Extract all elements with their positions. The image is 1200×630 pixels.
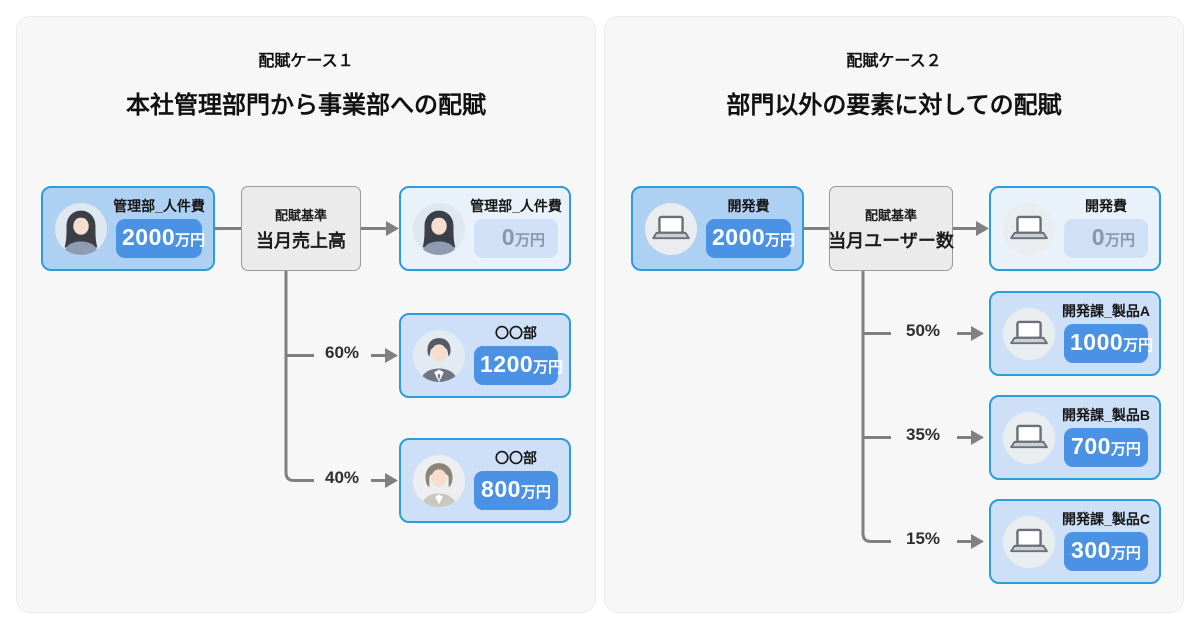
woman-long-hair-avatar [54,202,108,256]
woman-long-hair-avatar [412,202,466,256]
card-label: 管理部_人件費 [113,197,205,214]
laptop-icon [644,202,698,256]
branch-percent: 60% [324,343,360,362]
laptop-icon [1002,202,1056,256]
remainder-card: 開発費 0万円 [989,186,1161,271]
amount-badge: 2000万円 [706,219,795,259]
laptop-icon [1002,307,1056,361]
basis-caption: 配賦基準 [864,207,917,223]
amount-badge-zero: 0万円 [1064,219,1148,259]
card-label: 〇〇部 [495,449,537,466]
case-label: 配賦ケース１ [258,53,354,70]
card-label: 管理部_人件費 [470,197,562,214]
branch-percent: 40% [324,468,360,487]
branch-percent: 15% [905,529,941,548]
amount-badge: 800万円 [474,471,558,511]
card-label: 開発課_製品B [1062,406,1150,423]
source-cost-card: 管理部_人件費 2000万円 [41,186,215,271]
remainder-card: 管理部_人件費 0万円 [399,186,571,271]
branch-card: 開発課_製品A 1000万円 [989,291,1161,376]
source-cost-card: 開発費 2000万円 [631,186,804,271]
card-label: 開発課_製品A [1062,302,1150,319]
card-label: 開発課_製品C [1062,510,1150,527]
branch-card: 〇〇部 1200万円 [399,313,571,398]
basis-value: 当月売上高 [256,230,346,251]
woman-short-hair-avatar [412,454,466,508]
branch-card: 開発課_製品C 300万円 [989,499,1161,584]
panel-title: 部門以外の要素に対しての配賦 [726,92,1062,119]
card-label: 〇〇部 [495,324,537,341]
case-label: 配賦ケース２ [846,53,942,70]
allocation-basis-box: 配賦基準 当月ユーザー数 [828,186,954,271]
allocation-basis-box: 配賦基準 当月売上高 [241,186,361,271]
laptop-icon [1002,515,1056,569]
amount-badge: 2000万円 [116,219,205,259]
amount-badge: 700万円 [1064,428,1148,468]
branch-percent: 50% [905,321,941,340]
card-label: 開発費 [727,197,770,214]
man-suit-avatar [412,329,466,383]
amount-badge-zero: 0万円 [474,219,558,259]
branch-card: 〇〇部 800万円 [399,438,571,523]
amount-badge: 1200万円 [474,346,563,386]
branch-card: 開発課_製品B 700万円 [989,395,1161,480]
panel-title: 本社管理部門から事業部への配賦 [126,92,486,119]
basis-caption: 配賦基準 [274,207,327,223]
amount-badge: 300万円 [1064,532,1148,572]
branch-percent: 35% [905,425,941,444]
card-label: 開発費 [1085,197,1127,214]
basis-value: 当月ユーザー数 [828,230,954,251]
allocation-case-2-panel: 配賦ケース２ 部門以外の要素に対しての配賦 開発費 2000万円 配賦基準 当月… [604,16,1184,613]
allocation-case-1-panel: 配賦ケース１ 本社管理部門から事業部への配賦 管理部_人件費 2000万円 配賦… [16,16,596,613]
laptop-icon [1002,411,1056,465]
amount-badge: 1000万円 [1064,324,1153,364]
